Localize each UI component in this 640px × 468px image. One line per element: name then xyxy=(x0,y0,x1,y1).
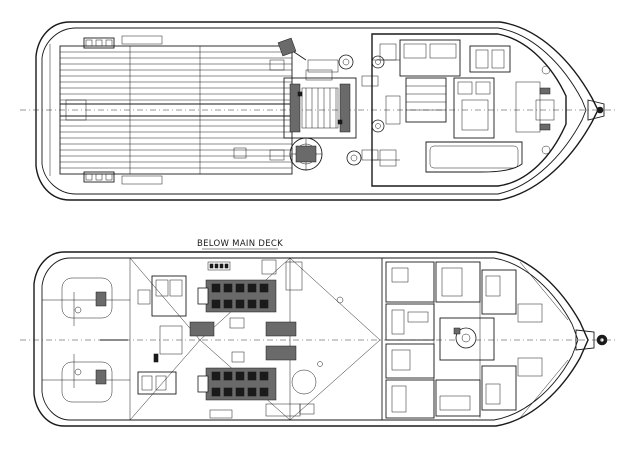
bow-fitting-top xyxy=(587,99,605,121)
below-main-deck-plan xyxy=(20,251,616,427)
capstan xyxy=(289,137,323,171)
working-deck xyxy=(59,45,293,175)
starboard-main-engine xyxy=(197,367,277,401)
engine-room-aux xyxy=(207,259,344,419)
forward-accommodation xyxy=(385,261,543,419)
steering-compartment xyxy=(61,277,128,403)
main-deck-plan xyxy=(20,21,616,201)
below-main-deck-label: BELOW MAIN DECK xyxy=(197,239,283,249)
main-deck-hull-outline xyxy=(35,21,599,201)
below-deck-hull-outline xyxy=(33,251,589,427)
port-main-engine xyxy=(197,279,277,313)
stern-fittings-top xyxy=(49,35,163,185)
aft-tanks xyxy=(137,275,187,395)
structural-bracing xyxy=(42,257,569,421)
deck-crane xyxy=(277,37,307,61)
winch-assembly xyxy=(283,69,357,139)
engine-room xyxy=(189,259,344,419)
superstructure-top xyxy=(371,33,567,187)
generator-sets xyxy=(189,317,297,363)
